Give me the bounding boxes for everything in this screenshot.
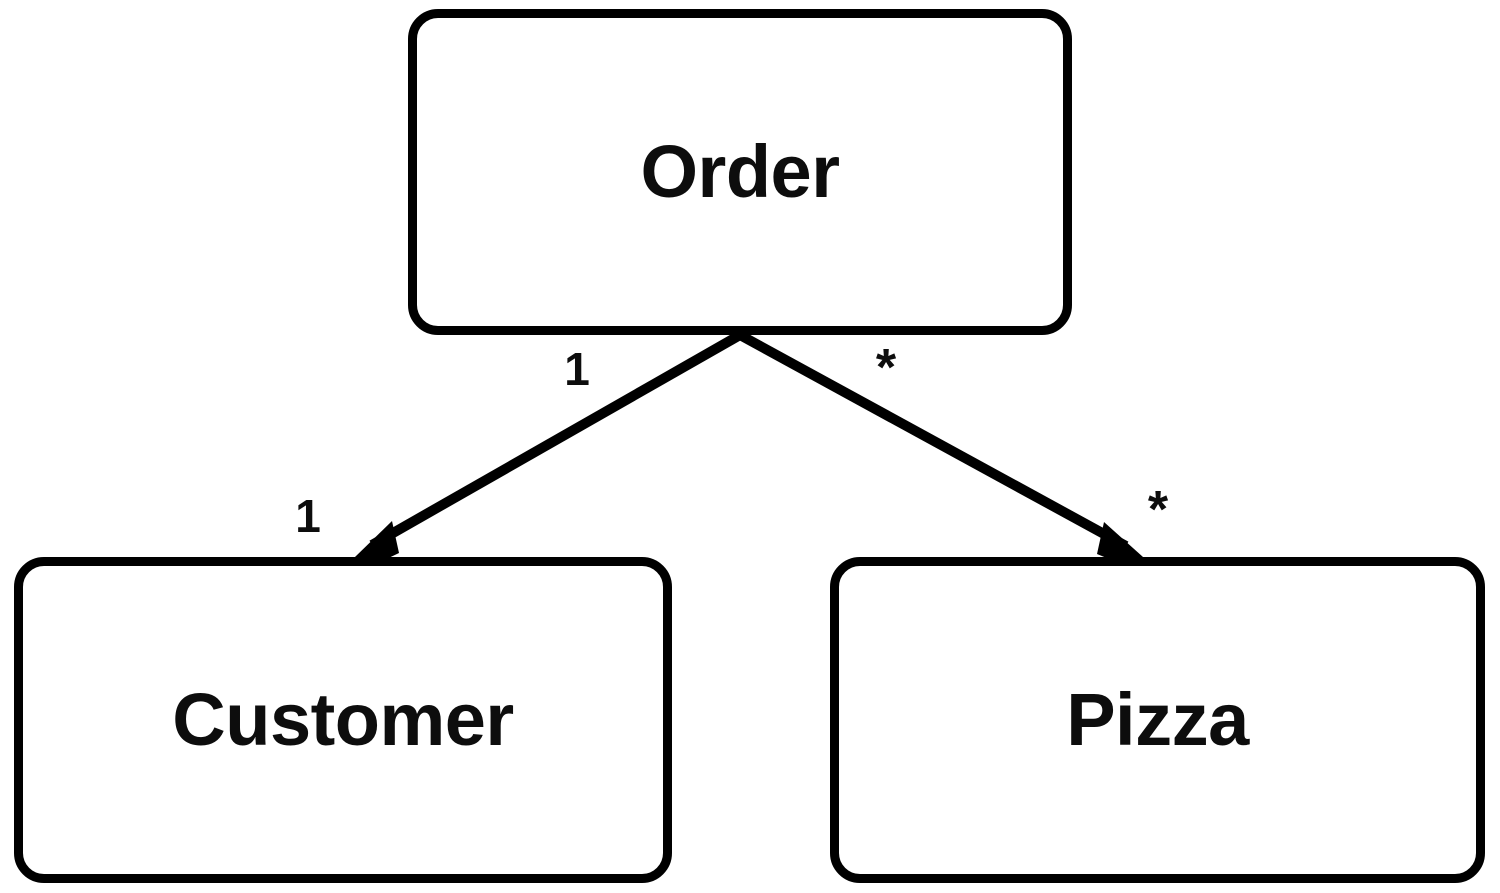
uml-class-customer[interactable]: Customer <box>14 557 672 883</box>
association-order-pizza[interactable] <box>737 330 1143 566</box>
multiplicity-order-to-customer-target: 1 <box>295 490 321 542</box>
association-line-order-pizza <box>737 330 1129 551</box>
association-line-order-customer <box>369 330 743 550</box>
arrowhead-pizza <box>1097 522 1143 566</box>
uml-class-order[interactable]: Order <box>408 9 1072 335</box>
association-order-customer[interactable] <box>355 330 743 566</box>
uml-class-pizza[interactable]: Pizza <box>830 557 1485 883</box>
multiplicity-order-to-customer-source: 1 <box>564 343 590 395</box>
uml-class-name-customer: Customer <box>172 678 514 761</box>
uml-class-name-order: Order <box>640 130 840 213</box>
arrowhead-customer <box>355 521 399 566</box>
multiplicity-order-to-pizza-target: * <box>1147 481 1169 539</box>
uml-class-name-pizza: Pizza <box>1066 678 1249 761</box>
multiplicity-order-to-pizza-source: * <box>875 339 897 397</box>
